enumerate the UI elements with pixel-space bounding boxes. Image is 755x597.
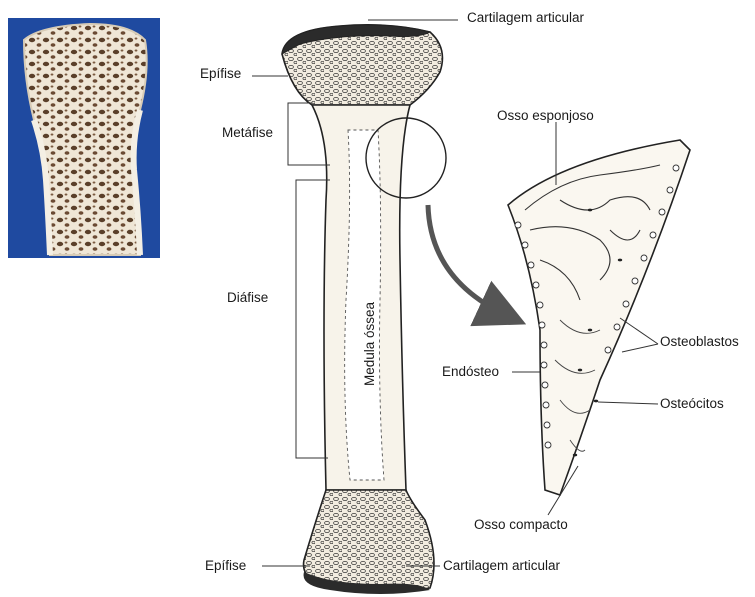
endosteal-cell [544,422,550,428]
osteoblast [614,324,620,330]
endosteal-cell [541,362,547,368]
magnification-arrow [428,205,508,316]
label-endosteo: Endósteo [442,364,499,380]
leader-osteoblastos-2 [622,344,658,352]
bone-photo [8,18,160,258]
osteoblast [632,278,638,284]
label-metafise: Metáfise [222,125,273,141]
osteoblast [650,232,656,238]
label-epifise-bottom: Epífise [205,558,246,574]
label-cartilagem-articular-bottom: Cartilagem articular [443,558,560,574]
endosteal-cell [533,282,539,288]
endosteal-cell [528,262,534,268]
osteoblast [605,347,611,353]
label-osso-esponjoso: Osso esponjoso [497,108,594,124]
osteocyte [573,454,577,457]
label-medula-ossea: Medula óssea [362,302,377,386]
endosteal-cell [537,302,543,308]
endosteal-cell [545,442,551,448]
osteocyte [594,400,598,403]
osteoblast [659,209,665,215]
endosteal-cell [541,342,547,348]
osteocyte [588,329,592,332]
label-epifise-top: Epífise [200,66,241,82]
osteoblast [641,255,647,261]
endosteal-cell [539,322,545,328]
leader-osteocitos [598,402,658,404]
osteoblast [667,187,673,193]
endosteal-cell [543,402,549,408]
osteocyte [588,209,592,212]
distal-epiphysis [304,490,434,592]
label-osso-compacto: Osso compacto [474,517,568,533]
label-cartilagem-articular-top: Cartilagem articular [467,10,584,26]
endosteal-cell [515,222,521,228]
long-bone-drawing [282,25,508,594]
label-osteocitos: Osteócitos [660,396,724,412]
osteoblast [673,165,679,171]
tissue-wedge [508,140,690,495]
label-osteoblastos: Osteoblastos [660,334,739,350]
magnified-tissue [508,140,690,495]
osteoblast [623,301,629,307]
osteocyte [578,369,582,372]
osteocyte [618,259,622,262]
label-diafise: Diáfise [227,290,268,306]
endosteal-cell [522,242,528,248]
leader-osteoblastos-1 [620,318,658,344]
endosteal-cell [542,382,548,388]
